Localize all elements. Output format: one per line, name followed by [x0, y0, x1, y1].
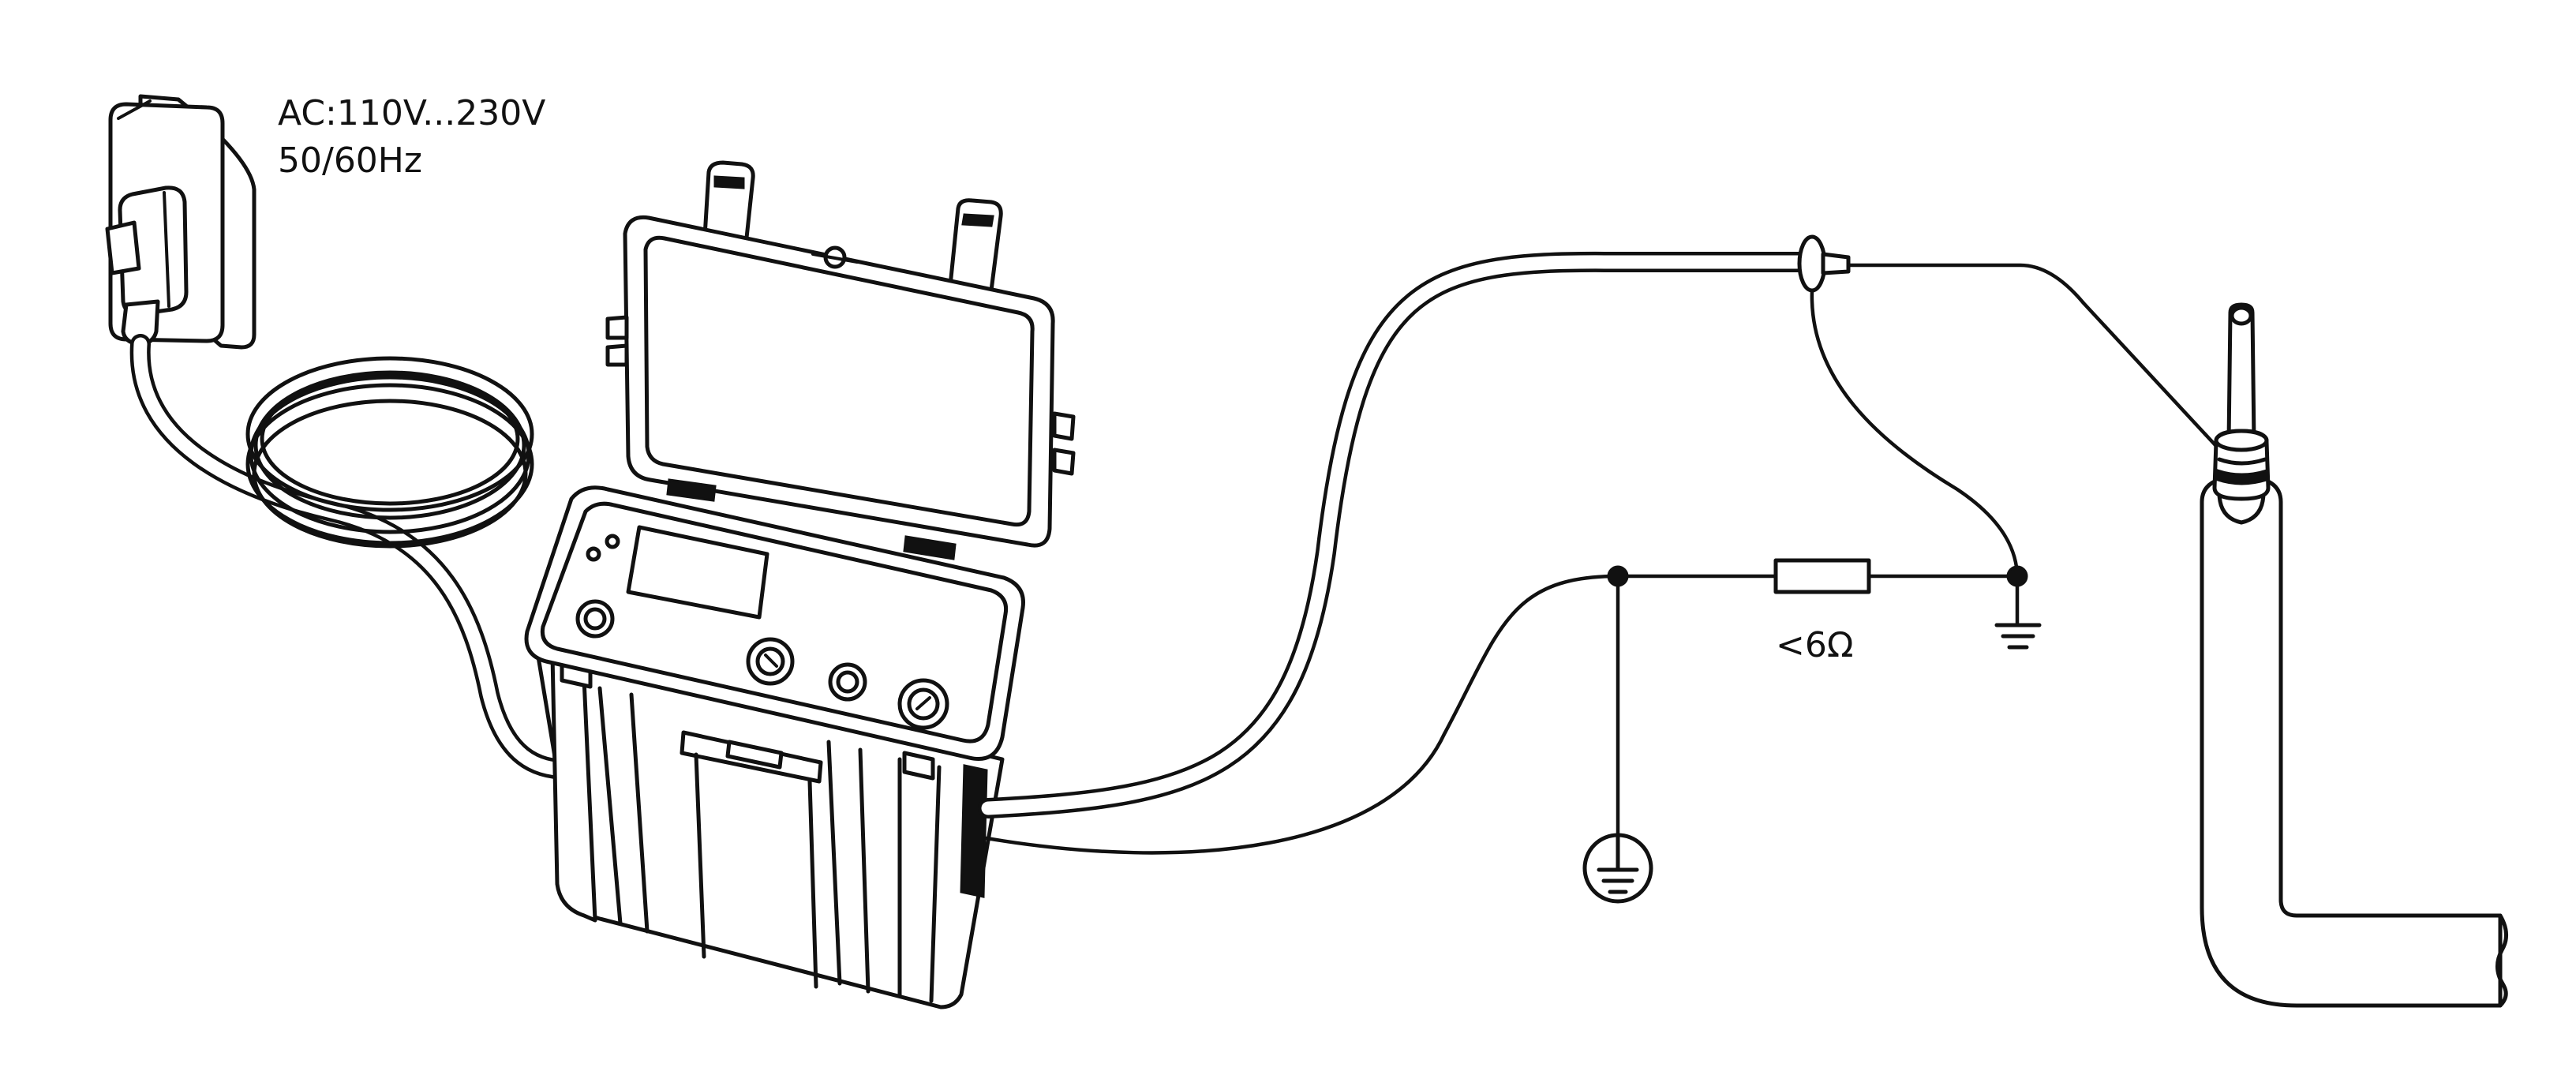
ground-symbol-icon — [1994, 623, 2042, 650]
earth-ground-symbol-icon — [1582, 833, 1653, 904]
cable-clamp-icon — [1797, 234, 1851, 293]
test-instrument-icon — [524, 160, 1076, 1009]
circuit-wiring — [1607, 263, 2228, 839]
control-knob-icon — [746, 637, 795, 686]
resistor-label: <6Ω — [1776, 625, 1853, 665]
pipe-icon — [2200, 474, 2508, 1008]
junction-node-right — [2006, 565, 2028, 587]
voltage-label: AC:110V...230V — [278, 93, 545, 133]
output-jack-icon — [828, 662, 867, 702]
power-cable-coil — [129, 334, 578, 780]
frequency-label: 50/60Hz — [278, 140, 422, 181]
pipe-rod-connection — [2212, 302, 2271, 501]
adjust-knob-icon — [897, 678, 949, 730]
test-lead-cable — [978, 251, 1825, 818]
ground-lead-cable — [984, 574, 1620, 855]
resistor-symbol-icon — [1773, 558, 1871, 594]
junction-node-left — [1607, 565, 1629, 587]
power-switch-icon — [575, 599, 615, 639]
display-screen — [626, 525, 769, 620]
